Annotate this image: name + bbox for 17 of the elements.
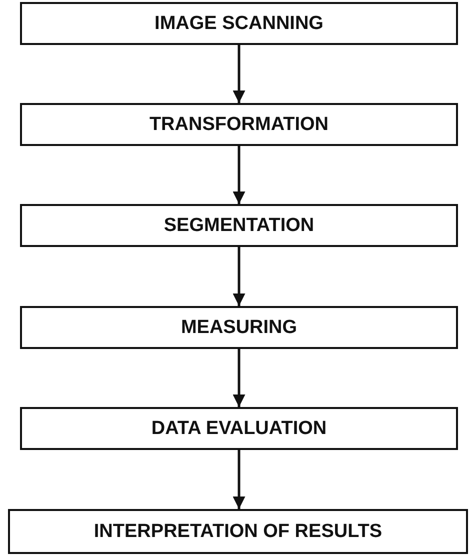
step-label: TRANSFORMATION: [149, 114, 329, 136]
step-label: MEASURING: [180, 316, 298, 338]
process-box: [20, 204, 458, 247]
process-box: [20, 306, 458, 349]
arrow: [232, 45, 246, 103]
process-box: [20, 407, 458, 450]
process-box: [20, 2, 458, 45]
arrow: [232, 247, 246, 306]
step-label: SEGMENTATION: [164, 214, 314, 236]
step-label: DATA EVALUATION: [151, 418, 327, 440]
process-box: [8, 509, 468, 554]
process-box: [20, 103, 458, 146]
arrow: [232, 146, 246, 204]
step-label: INTERPRETATION OF RESULTS: [94, 520, 382, 542]
arrow: [232, 349, 246, 407]
step-label: IMAGE SCANNING: [154, 12, 324, 34]
arrow: [232, 450, 246, 509]
